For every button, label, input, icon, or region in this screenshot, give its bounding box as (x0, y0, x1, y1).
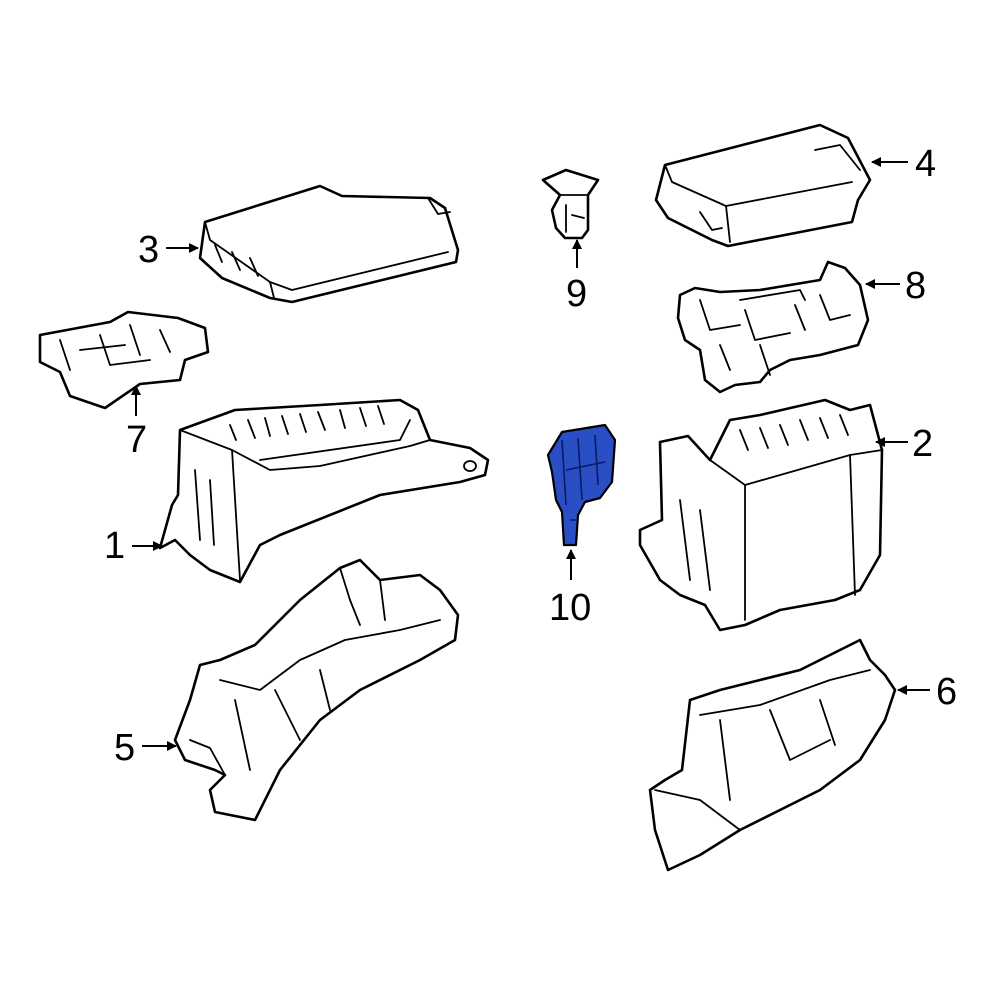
callout-label-9: 9 (566, 273, 587, 315)
callout-5: 5 (114, 727, 177, 769)
callout-label-7: 7 (126, 419, 147, 461)
part-10-highlighted-component[interactable] (546, 423, 617, 547)
callout-label-8: 8 (905, 265, 926, 307)
callout-label-2: 2 (912, 423, 933, 465)
part-5-lower-bracket[interactable] (173, 558, 460, 822)
callout-7: 7 (126, 385, 147, 461)
part-9-clip[interactable] (541, 168, 600, 240)
part-2-fuse-box-body[interactable] (638, 398, 884, 632)
callout-label-3: 3 (138, 229, 159, 271)
callout-6: 6 (897, 671, 957, 713)
part-1-fuse-box[interactable] (158, 398, 490, 584)
callout-1: 1 (104, 525, 163, 567)
callout-8: 8 (865, 265, 926, 307)
part-4-cover[interactable] (654, 123, 872, 248)
callout-9: 9 (566, 239, 587, 315)
callout-label-6: 6 (936, 671, 957, 713)
part-7-bracket[interactable] (38, 310, 210, 410)
callout-3: 3 (138, 229, 199, 271)
callout-label-5: 5 (114, 727, 135, 769)
callout-label-10: 10 (549, 587, 591, 629)
callout-2: 2 (875, 423, 933, 465)
part-6-lower-bracket[interactable] (648, 638, 897, 872)
callout-10: 10 (549, 549, 591, 629)
callout-4: 4 (871, 143, 936, 185)
part-8-relay-block[interactable] (676, 260, 870, 394)
part-3-cover[interactable] (198, 184, 460, 304)
callout-label-4: 4 (915, 143, 936, 185)
callout-label-1: 1 (104, 525, 125, 567)
